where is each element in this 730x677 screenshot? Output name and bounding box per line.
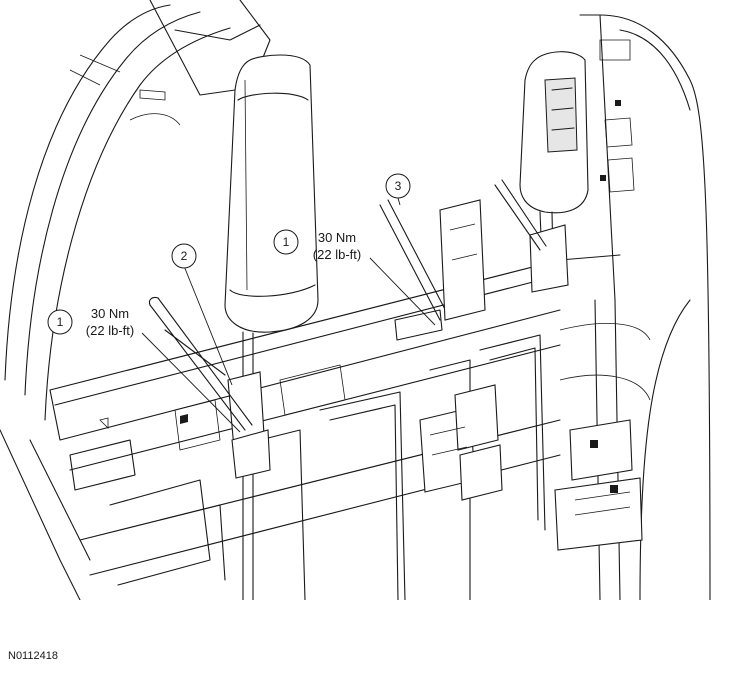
cab-pillar-right bbox=[554, 14, 711, 600]
callout-1-left: 1 bbox=[47, 309, 73, 335]
leader-callout-2 bbox=[183, 265, 233, 386]
svg-text:1: 1 bbox=[283, 235, 290, 249]
leader-callout-1-left bbox=[141, 332, 241, 433]
release-tool-center bbox=[379, 199, 486, 341]
leader-callout-1-right bbox=[369, 257, 436, 326]
svg-text:3: 3 bbox=[395, 179, 402, 193]
svg-text:30 Nm: 30 Nm bbox=[318, 230, 356, 245]
center-bracket bbox=[419, 384, 503, 501]
torque-spec-left: 30 Nm (22 lb-ft) bbox=[86, 306, 134, 338]
callout-2: 2 bbox=[171, 243, 197, 269]
technical-illustration: 1 2 3 1 30 Nm (22 lb-ft) 30 Nm (22 lb-ft… bbox=[0, 0, 711, 600]
svg-text:(22 lb-ft): (22 lb-ft) bbox=[313, 247, 361, 262]
release-tool-right bbox=[494, 179, 547, 251]
torque-spec-right: 30 Nm (22 lb-ft) bbox=[313, 230, 361, 262]
svg-text:(22 lb-ft): (22 lb-ft) bbox=[86, 323, 134, 338]
callout-3: 3 bbox=[385, 173, 411, 199]
rear-cab-panel bbox=[49, 254, 621, 600]
leader-callout-3 bbox=[397, 197, 401, 206]
svg-text:30 Nm: 30 Nm bbox=[91, 306, 129, 321]
figure-id: N0112418 bbox=[8, 650, 58, 662]
callout-1-right: 1 bbox=[273, 229, 299, 255]
svg-text:1: 1 bbox=[57, 315, 64, 329]
svg-text:2: 2 bbox=[181, 249, 188, 263]
roof-panel bbox=[129, 0, 261, 126]
release-tool-left bbox=[148, 296, 253, 431]
headrest-right bbox=[519, 51, 589, 293]
headrest-left bbox=[174, 54, 319, 600]
